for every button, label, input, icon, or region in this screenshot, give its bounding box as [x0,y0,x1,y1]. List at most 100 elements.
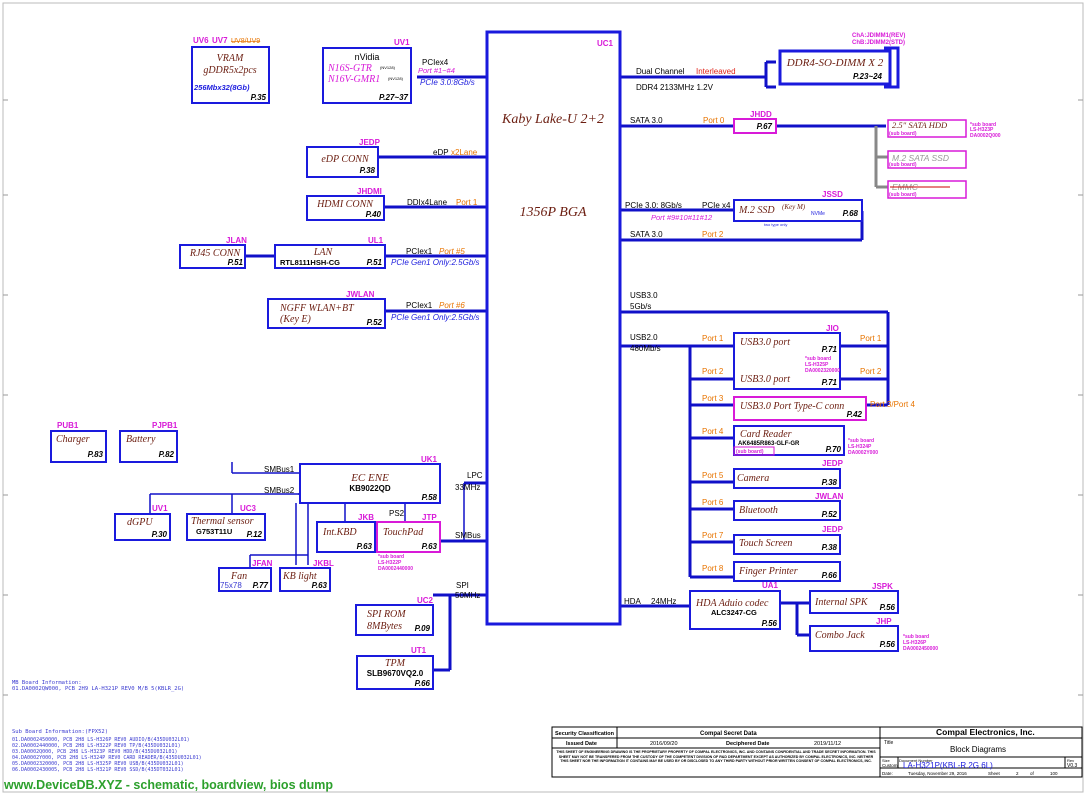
charger-box [50,430,107,463]
usb2-page: P.71 [822,378,838,387]
lan-chip: RTL8111HSH-CG [280,258,340,267]
sig-ps2: PS2 [389,509,405,518]
sig-smbus2: SMBus2 [264,486,295,495]
sata-ssd-title: M.2 SATA SSD [892,153,949,163]
vram-box [191,46,270,104]
m2-nvme: NVMe [811,211,825,217]
sata-hdd-box [887,119,967,138]
tb-total: 100 [1050,771,1058,776]
rj45-page: P.51 [228,258,244,267]
usb1-page: P.71 [822,345,838,354]
sig-pcie3: PCIe 3.0:8Gb/s [420,78,475,87]
tp-title: TouchPad [383,527,424,538]
hdmi-box [306,195,385,221]
kbl-title: KB light [282,571,317,582]
camera-ref: JEDP [822,459,844,468]
card-title: Card Reader [740,429,792,440]
wlan-page: P.52 [367,318,383,327]
kbd-ref: JKB [358,513,374,522]
gpu-title: nVidia [355,52,380,62]
tp-note3: DA0002440000 [378,566,413,572]
gpu-tag1: (NV128) [380,65,396,70]
gpu-page: P.27~37 [379,93,409,102]
usb-note1: *sub board [805,356,831,362]
kbd-page: P.63 [357,542,373,551]
m2-key: (Key M) [782,203,806,211]
card-page: P.70 [826,445,842,454]
title-block-notice: THIS SHEET OF ENGINEERING DRAWING IS THE… [556,750,876,764]
tb-of: of [1030,771,1035,776]
thermal-title: Thermal sensor [191,516,254,527]
jack-ref: JHP [876,617,892,626]
sig-gen1b: PCIe Gen1 Only:2.5Gb/s [391,313,480,322]
hda-codec-box [689,590,781,630]
mb-info-title: MB Board Information: [12,680,82,686]
touchpad-box [376,521,441,553]
sig-spi: SPI [456,581,469,590]
sig-pciex4: PCIe x4 [702,201,731,210]
thermal-page: P.12 [247,530,263,539]
fan-sub: 75x78 [220,581,242,590]
tb-title-lbl: Title [884,740,893,746]
sig-r1: Port 1 [860,334,882,343]
fan-box [218,567,272,592]
sub-info-line: 03.DA0002Q000, PCB 2H8 LS-H323P REV0 HDD… [12,749,178,755]
gpu-line1: N16S-GTR [327,63,372,74]
charger-ref: PUB1 [57,421,79,430]
tb-rev: V0.3 [1067,763,1078,769]
camera-title: Camera [737,473,769,484]
touch-ref: JEDP [822,525,844,534]
card-reader-box [733,425,845,456]
finger-title: Finger Printer [738,566,798,577]
tb-compal-secret: Compal Secret Data [700,731,757,737]
spirom-box [355,604,434,636]
bluetooth-box [733,500,841,521]
sata-ssd-note: (sub board) [889,162,917,168]
sub-info-line: 01.DA0002450000, PCB 2H8 LS-H326P REV0 A… [12,737,190,743]
gpu-line2: N16V-GMR1 [327,74,380,85]
sata-ssd-box [887,150,967,169]
ec-chip: KB9022QD [349,484,391,493]
hdd-note1: *sub board [970,122,996,128]
wlan-ref: JWLAN [346,290,375,299]
usb-note3: DA0002320000 [805,368,840,374]
emmc-box [887,180,967,199]
watermark: www.DeviceDB.XYZ - schematic, boardview,… [3,778,333,792]
lan-page: P.51 [367,258,383,267]
finger-box [733,561,841,582]
vram-ref2: UV7 [212,36,228,45]
sig-sata2-port: Port 2 [702,230,724,239]
sig-edp: eDP [433,148,449,157]
spk-page: P.56 [880,603,896,612]
sig-sata1-port: Port 0 [703,116,725,125]
m2-title: M.2 SSD [738,205,775,216]
sig-p5: Port 5 [702,471,724,480]
wlan-sub: (Key E) [280,314,311,325]
tpm-title: TPM [385,658,406,669]
tb-date-lbl: Date: [882,771,893,776]
sig-ddix4: DDIx4Lane [407,198,448,207]
spirom-sub: 8MBytes [367,621,402,632]
sig-interleaved: Interleaved [696,67,736,76]
sata-branches [874,126,888,189]
hdd-box [733,118,777,134]
lan-ref: UL1 [368,236,384,245]
sig-smbus1: SMBus1 [264,465,295,474]
sub-info-line: 04.DA0002Y000, PCB 2H8 LS-H324P REV0 CAR… [12,755,202,761]
dgpu-box [114,513,171,541]
tb-company: Compal Electronics, Inc. [936,727,1035,737]
cpu-box [485,30,622,626]
jack-note1: *sub board [903,634,929,640]
sig-lpc: LPC [467,471,483,480]
tpm-box [356,655,434,690]
sig-p2: Port 2 [702,367,724,376]
fan-title: Fan [230,571,247,582]
sig-sata2: SATA 3.0 [630,230,663,239]
kbl-ref: JKBL [313,559,334,568]
hdd-ref: JHDD [750,110,772,119]
hdmi-ref: JHDMI [357,187,382,196]
vram-sub: gDDR5x2pcs [203,65,256,76]
edp-title: eDP CONN [321,154,370,165]
hda-title: HDA Aduio codec [695,598,769,609]
sig-x2lane: x2Lane [451,148,478,157]
